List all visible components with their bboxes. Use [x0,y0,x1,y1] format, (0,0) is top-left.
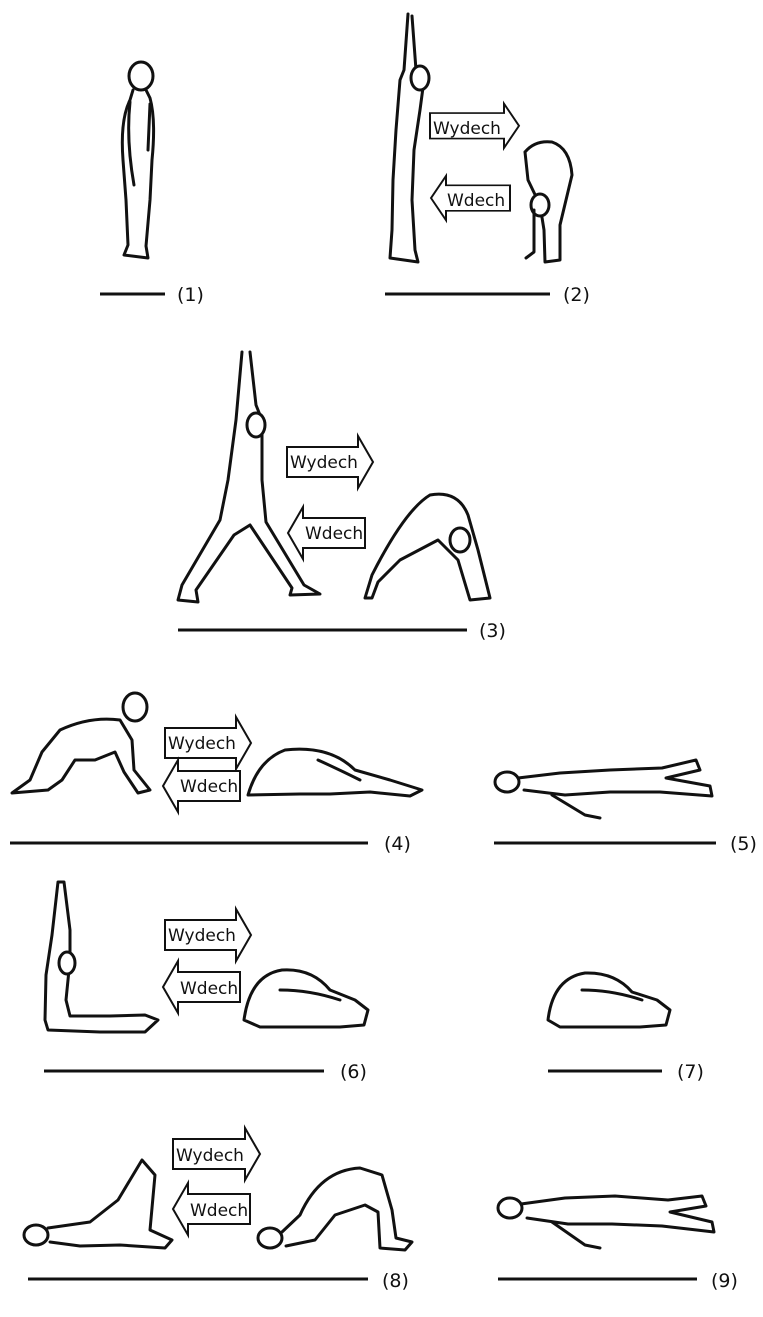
step-3: Wydech Wdech (3) [178,352,506,642]
exhale-arrow-right: Wydech [287,436,373,488]
step-9: (9) [498,1196,738,1292]
step-7: (7) [548,973,704,1083]
step-4: Wydech Wdech (4) [10,693,422,855]
exhale-label: Wydech [433,119,501,139]
seated-forward-fold-figure [244,970,368,1027]
seated-arms-raised-figure [45,882,158,1032]
step-5-number: (5) [730,833,757,855]
inhale-arrow-left: Wdech [163,961,240,1013]
exhale-label: Wydech [168,734,236,754]
inhale-arrow-left: Wdech [163,760,240,812]
exhale-arrow-right: Wydech [173,1128,260,1180]
arms-raised-standing-figure [390,14,429,262]
step-8: Wydech Wdech (8) [24,1128,412,1292]
lying-flat-figure [498,1196,714,1248]
exhale-arrow-right: Wydech [165,909,251,961]
step-2: Wydech Wdech (2) [385,14,590,306]
step-6: Wydech Wdech (6) [44,882,368,1083]
inhale-label: Wdech [180,979,238,999]
step-9-number: (9) [711,1270,738,1292]
hands-and-knees-figure [12,693,150,793]
inhale-arrow-left: Wdech [431,176,510,220]
inhale-label: Wdech [190,1201,248,1221]
step-7-number: (7) [677,1061,704,1083]
downward-fold-figure [365,494,490,600]
step-1-number: (1) [177,284,204,306]
step-6-number: (6) [340,1061,367,1083]
inhale-arrow-left: Wdech [288,507,365,559]
bridge-pose-figure [258,1168,412,1250]
inhale-label: Wdech [305,524,363,544]
step-4-number: (4) [384,833,411,855]
lying-flat-figure [495,760,712,818]
step-3-number: (3) [479,620,506,642]
exhale-label: Wydech [290,453,358,473]
exhale-arrow-right: Wydech [430,104,519,148]
seated-forward-fold-figure [548,973,670,1027]
exhale-label: Wydech [176,1146,244,1166]
step-1: (1) [100,62,204,306]
standing-figure [122,62,153,258]
childs-pose-figure [248,749,422,796]
step-8-number: (8) [382,1270,409,1292]
forward-bend-figure [525,142,572,262]
inhale-label: Wdech [180,777,238,797]
step-2-number: (2) [563,284,590,306]
inhale-arrow-left: Wdech [173,1183,250,1235]
knees-bent-lying-figure [24,1160,172,1248]
exhale-label: Wydech [168,926,236,946]
inhale-label: Wdech [447,191,505,211]
step-5: (5) [494,760,757,855]
